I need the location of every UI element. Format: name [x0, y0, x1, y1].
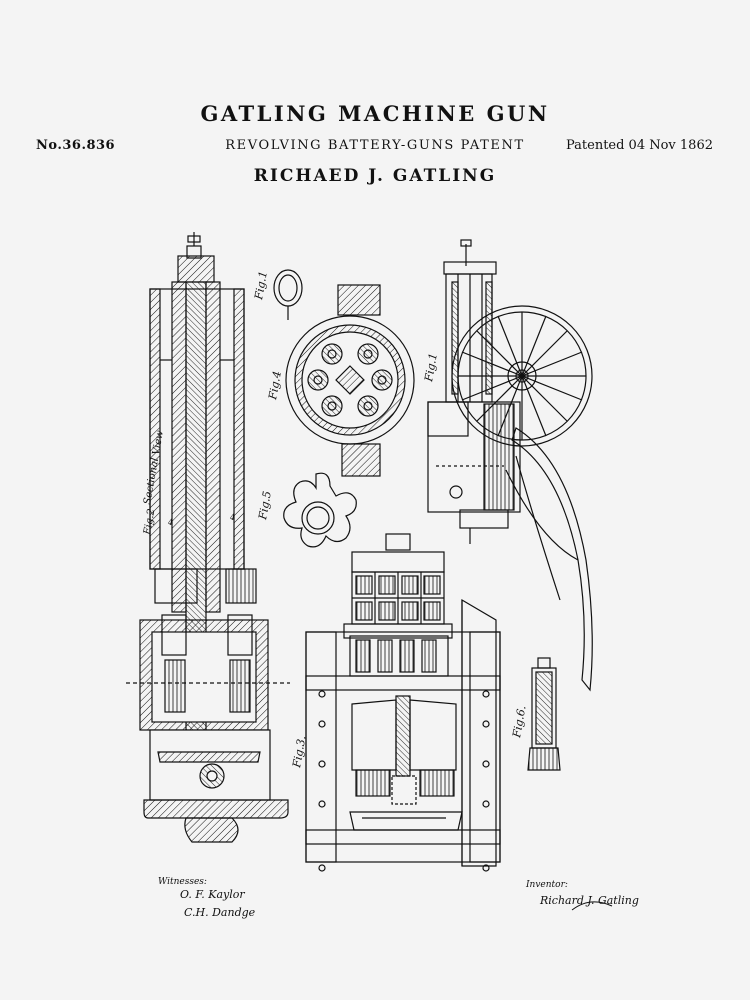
fig1-ring-detail: [273, 269, 303, 320]
fig1-label-ring: Fig.1: [252, 270, 270, 301]
fig2-caption: Sectional View: [142, 429, 166, 505]
fig2-sectional-view: 4 4: [126, 232, 290, 843]
fig2-label: Fig.2: [142, 508, 158, 537]
fig4-label: Fig.4: [266, 370, 284, 401]
inventor-name: RICHAED J. GATLING: [253, 166, 497, 186]
patent-date: Patented 04 Nov 1862: [565, 138, 713, 153]
fig6-cartridge: [527, 657, 561, 771]
fig4-cross-section: [285, 284, 415, 477]
fig5-label: Fig.5: [256, 490, 274, 521]
fig3-label: Fig.3.: [290, 735, 309, 770]
witness-signature-1: O. F. Kaylor: [180, 888, 245, 901]
fig1-label: Fig.1: [422, 352, 440, 383]
fig3-front-frame: [305, 533, 501, 872]
patent-subtitle: REVOLVING BATTERY-GUNS PATENT: [225, 138, 525, 153]
witness-signature-2: C.H. Dandge: [184, 906, 256, 919]
fig5-star-wheel: [283, 472, 357, 548]
patent-number: No.36.836: [36, 138, 116, 153]
fig1-carriage-view: [427, 239, 593, 692]
fig6-label: Fig.6.: [510, 705, 529, 740]
witnesses-label: Witnesses:: [158, 877, 207, 887]
inventor-label: Inventor:: [525, 880, 568, 890]
page-title: GATLING MACHINE GUN: [200, 101, 550, 126]
signature-flourish: [571, 901, 613, 911]
svg-text:4: 4: [167, 518, 173, 527]
inventor-signature: Richard J. Gatling: [539, 894, 639, 907]
svg-text:4: 4: [229, 513, 235, 522]
